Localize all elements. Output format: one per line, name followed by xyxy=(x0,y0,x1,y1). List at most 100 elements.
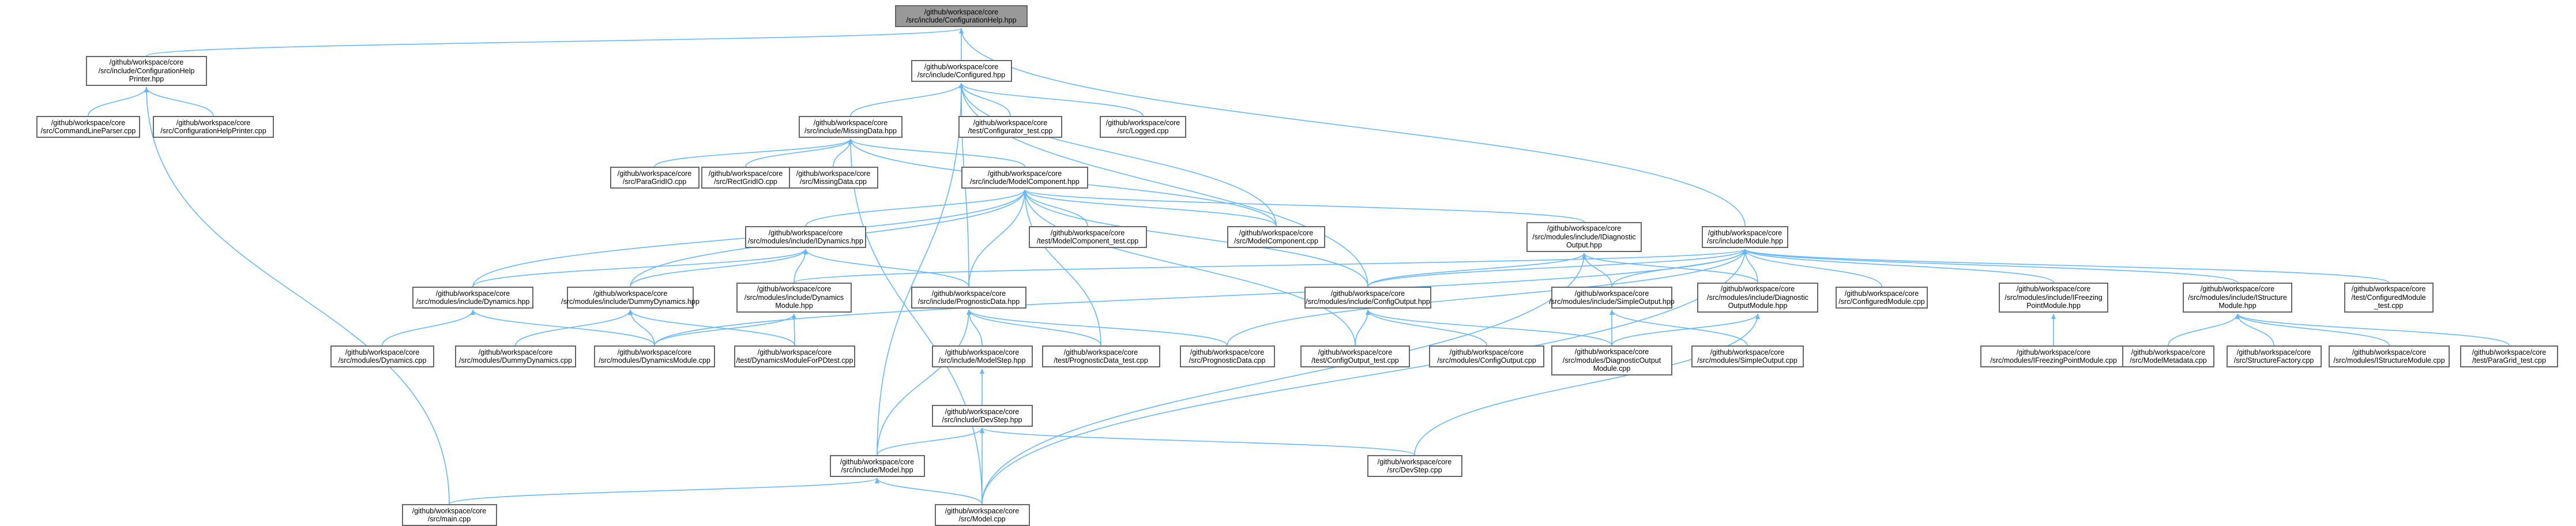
node-label: /github/workspace/core /src/include/Mode… xyxy=(840,457,915,475)
node-progdata-hpp[interactable]: /github/workspace/core /src/include/Prog… xyxy=(911,287,1026,309)
node-helpprinter-hpp[interactable]: /github/workspace/core /src/include/Conf… xyxy=(86,56,207,86)
node-configured-hpp[interactable]: /github/workspace/core /src/include/Conf… xyxy=(911,60,1012,82)
node-model-hpp[interactable]: /github/workspace/core /src/include/Mode… xyxy=(829,455,925,477)
node-model-cpp[interactable]: /github/workspace/core /src/Model.cpp xyxy=(934,504,1030,526)
edge-dynmodule_hpp-to-module_hpp xyxy=(794,249,1747,283)
edge-diagoutmod_cpp-to-configoutput_hpp xyxy=(1366,309,1612,346)
node-diagoutmod-hpp[interactable]: /github/workspace/core /src/modules/incl… xyxy=(1697,283,1818,313)
node-configurator-test[interactable]: /github/workspace/core /test/Configurato… xyxy=(958,116,1062,138)
node-modelmeta-cpp[interactable]: /github/workspace/core /src/ModelMetadat… xyxy=(2122,345,2214,367)
edge-helpprinter_hpp-to-root xyxy=(146,28,964,57)
node-devstep-cpp[interactable]: /github/workspace/core /src/DevStep.cpp xyxy=(1367,455,1462,477)
edge-dynmodule_cpp-to-dynamics_hpp xyxy=(471,309,655,346)
edge-dynmodule_cpp-to-dynmodule_hpp xyxy=(654,313,796,346)
node-label: /github/workspace/core /src/modules/incl… xyxy=(416,289,530,306)
node-label: /github/workspace/core /src/Configuratio… xyxy=(160,118,266,136)
edge-module_hpp-to-root xyxy=(959,28,1746,227)
node-modelcomp-hpp[interactable]: /github/workspace/core /src/include/Mode… xyxy=(961,167,1088,189)
node-missingdata-hpp[interactable]: /github/workspace/core /src/include/Miss… xyxy=(799,116,902,138)
node-ifreezing-hpp[interactable]: /github/workspace/core /src/modules/incl… xyxy=(1999,283,2108,313)
node-progdata-cpp[interactable]: /github/workspace/core /src/PrognosticDa… xyxy=(1179,345,1275,367)
edge-main_cpp-to-model_hpp xyxy=(449,478,879,505)
node-label: /github/workspace/core /src/modules/incl… xyxy=(2005,285,2103,310)
edge-istructure_hpp-to-module_hpp xyxy=(1743,249,2238,283)
node-label: /github/workspace/core /src/modules/IFre… xyxy=(1990,348,2117,365)
node-main-cpp[interactable]: /github/workspace/core /src/main.cpp xyxy=(401,504,497,526)
node-istructure-cpp[interactable]: /github/workspace/core /src/modules/IStr… xyxy=(2329,345,2450,367)
node-label: /github/workspace/core /src/modules/incl… xyxy=(1549,289,1675,306)
node-modelstep-hpp[interactable]: /github/workspace/core /src/include/Mode… xyxy=(931,345,1033,367)
node-root[interactable]: /github/workspace/core /src/include/Conf… xyxy=(895,5,1028,27)
node-label: /github/workspace/core /src/modules/IStr… xyxy=(2333,348,2445,365)
edge-paragrid_test-to-istructure_hpp xyxy=(2235,313,2510,346)
node-configmodule-cpp[interactable]: /github/workspace/core /src/ConfiguredMo… xyxy=(1836,287,1928,309)
edge-modelcomp_cpp-to-configured_hpp xyxy=(959,82,1277,227)
edge-idynamics_hpp-to-modelcomp_hpp xyxy=(805,189,1027,227)
node-label: /github/workspace/core /src/MissingData.… xyxy=(796,169,871,186)
node-idynamics-hpp[interactable]: /github/workspace/core /src/modules/incl… xyxy=(745,226,866,248)
node-paragrid-test[interactable]: /github/workspace/core /test/ParaGrid_te… xyxy=(2460,345,2558,367)
edge-model_cpp-to-idiag_hpp xyxy=(981,253,1586,505)
edge-modelcomp_hpp-to-missingdata_hpp xyxy=(848,138,1025,167)
node-paragridio[interactable]: /github/workspace/core /src/ParaGridIO.c… xyxy=(610,167,700,189)
edge-configmodule_cpp-to-module_hpp xyxy=(1743,249,1882,287)
node-istructure-hpp[interactable]: /github/workspace/core /src/modules/incl… xyxy=(2183,283,2292,313)
node-modelcomp-test[interactable]: /github/workspace/core /test/ModelCompon… xyxy=(1028,226,1147,248)
node-label: /github/workspace/core /src/modules/Dumm… xyxy=(459,348,572,365)
node-cmdline-cpp[interactable]: /github/workspace/core /src/CommandLineP… xyxy=(36,116,140,138)
node-label: /github/workspace/core /src/PrognosticDa… xyxy=(1189,348,1266,365)
node-missingdata-cpp[interactable]: /github/workspace/core /src/MissingData.… xyxy=(788,167,878,189)
node-simpleout-hpp[interactable]: /github/workspace/core /src/modules/incl… xyxy=(1549,287,1675,309)
node-dummydyn-hpp[interactable]: /github/workspace/core /src/modules/incl… xyxy=(561,287,700,309)
edge-modelcomp_test-to-modelcomp_hpp xyxy=(1022,189,1088,227)
node-logged-cpp[interactable]: /github/workspace/core /src/Logged.cpp xyxy=(1100,116,1186,138)
edge-configoutput_test-to-configoutput_hpp xyxy=(1355,309,1370,346)
node-simpleout-cpp[interactable]: /github/workspace/core /src/modules/Simp… xyxy=(1691,345,1804,367)
node-configoutput-cpp[interactable]: /github/workspace/core /src/modules/Conf… xyxy=(1429,345,1544,367)
node-label: /github/workspace/core /src/main.cpp xyxy=(412,506,487,524)
edge-progdata_cpp-to-progdata_hpp xyxy=(967,309,1228,346)
edge-configoutput_hpp-to-modelcomp_hpp xyxy=(1022,189,1368,287)
node-devstep-hpp[interactable]: /github/workspace/core /src/include/DevS… xyxy=(931,405,1033,427)
node-configmodule-test[interactable]: /github/workspace/core /test/ConfiguredM… xyxy=(2344,283,2434,313)
edge-devstep_cpp-to-diagoutmod_hpp xyxy=(1414,313,1760,456)
node-label: /github/workspace/core /test/PrognosticD… xyxy=(1054,348,1148,365)
node-structfactory-cpp[interactable]: /github/workspace/core /src/StructureFac… xyxy=(2226,345,2322,367)
node-dynmodule-hpp[interactable]: /github/workspace/core /src/modules/incl… xyxy=(736,283,852,313)
edge-model_hpp-to-progdata_hpp xyxy=(877,309,971,456)
edge-configoutput_hpp-to-idiag_hpp xyxy=(1367,253,1586,287)
node-label: /github/workspace/core /src/Logged.cpp xyxy=(1105,118,1180,136)
node-idiag-hpp[interactable]: /github/workspace/core /src/modules/incl… xyxy=(1526,222,1642,252)
node-dummydyn-cpp[interactable]: /github/workspace/core /src/modules/Dumm… xyxy=(455,345,576,367)
edge-diagoutmod_cpp-to-diagoutmod_hpp xyxy=(1611,313,1760,346)
node-label: /github/workspace/core /test/ConfigOutpu… xyxy=(1311,348,1399,365)
node-progdata-test[interactable]: /github/workspace/core /test/PrognosticD… xyxy=(1041,345,1160,367)
node-configoutput-hpp[interactable]: /github/workspace/core /src/modules/incl… xyxy=(1304,287,1431,309)
node-label: /github/workspace/core /test/ParaGrid_te… xyxy=(2472,348,2547,365)
edge-modelcomp_cpp-to-modelcomp_hpp xyxy=(1022,189,1277,227)
edge-model_cpp-to-missingdata_hpp xyxy=(848,138,983,505)
node-label: /github/workspace/core /src/modules/incl… xyxy=(2188,285,2287,310)
node-label: /github/workspace/core /src/ConfiguredMo… xyxy=(1838,289,1925,306)
node-dynmodule-cpp[interactable]: /github/workspace/core /src/modules/Dyna… xyxy=(594,345,715,367)
node-label: /github/workspace/core /test/DynamicsMod… xyxy=(736,348,853,365)
node-label: /github/workspace/core /src/modules/incl… xyxy=(1707,285,1808,310)
edge-devstep_cpp-to-devstep_hpp xyxy=(980,427,1415,456)
node-rectgridio[interactable]: /github/workspace/core /src/RectGridIO.c… xyxy=(701,167,791,189)
node-diagoutmod-cpp[interactable]: /github/workspace/core /src/modules/Diag… xyxy=(1551,345,1672,375)
node-dynamics-hpp[interactable]: /github/workspace/core /src/modules/incl… xyxy=(412,287,533,309)
node-label: /github/workspace/core /src/ModelCompone… xyxy=(1234,228,1318,246)
node-dynamics-cpp[interactable]: /github/workspace/core /src/modules/Dyna… xyxy=(330,345,434,367)
node-module-hpp[interactable]: /github/workspace/core /src/include/Modu… xyxy=(1702,226,1788,248)
edge-paragridio-to-missingdata_hpp xyxy=(654,138,853,167)
node-ifreezing-cpp[interactable]: /github/workspace/core /src/modules/IFre… xyxy=(1980,345,2127,367)
node-label: /github/workspace/core /src/ParaGridIO.c… xyxy=(617,169,692,186)
node-modelcomp-cpp[interactable]: /github/workspace/core /src/ModelCompone… xyxy=(1227,226,1325,248)
edge-dummydyn_hpp-to-idynamics_hpp xyxy=(630,249,808,287)
edge-dynmodulefor_test-to-dummydyn_hpp xyxy=(628,309,795,346)
node-configoutput-test[interactable]: /github/workspace/core /test/ConfigOutpu… xyxy=(1300,345,1410,367)
node-label: /github/workspace/core /src/RectGridIO.c… xyxy=(708,169,783,186)
node-helpprinter-cpp[interactable]: /github/workspace/core /src/Configuratio… xyxy=(153,116,274,138)
node-dynmodulefor-test[interactable]: /github/workspace/core /test/DynamicsMod… xyxy=(734,345,855,367)
